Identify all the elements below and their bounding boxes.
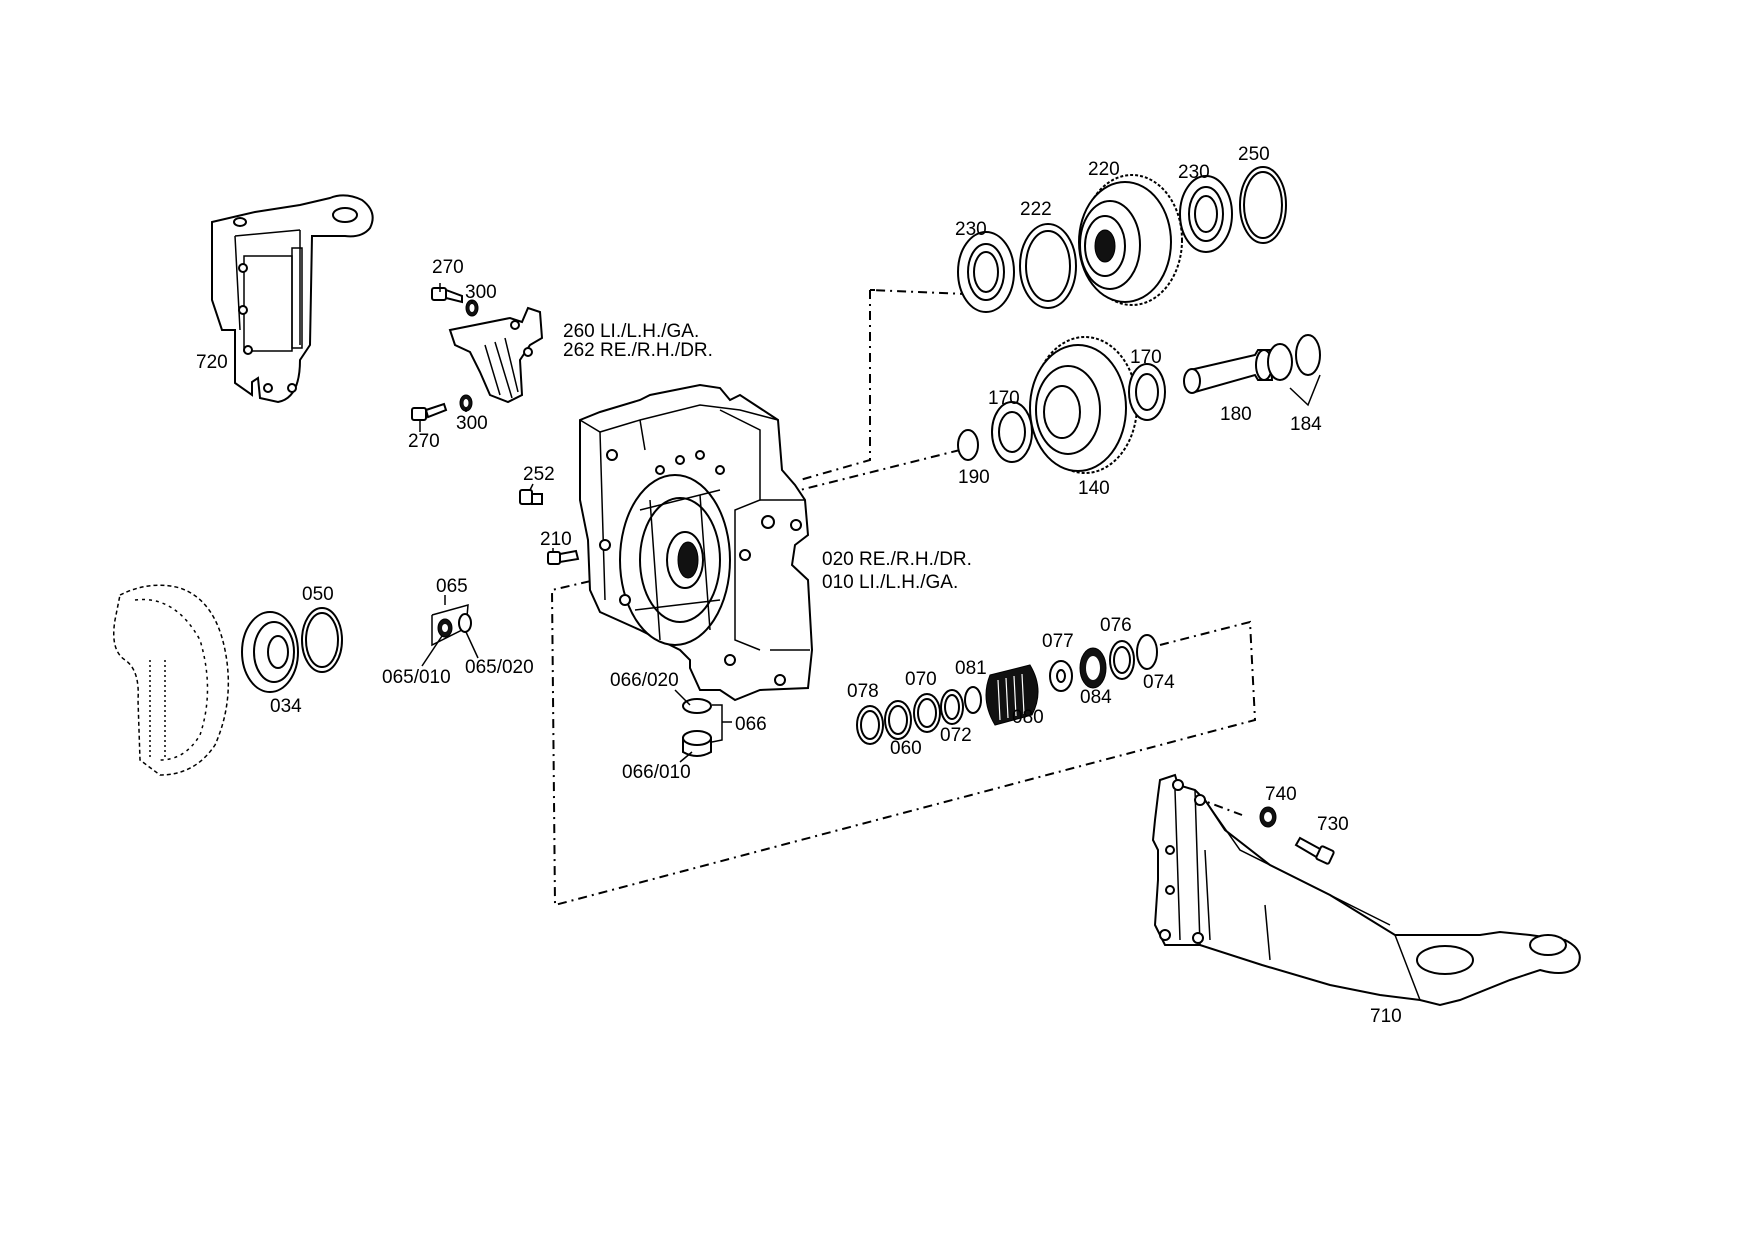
washer-740 [1259, 806, 1277, 828]
ring-081 [964, 686, 982, 714]
label-081: 081 [955, 658, 987, 679]
ring-060 [884, 700, 912, 740]
group-066 [682, 698, 732, 757]
plug-252 [519, 489, 543, 505]
ring-184 [1267, 334, 1321, 407]
label-184: 184 [1290, 414, 1322, 435]
label-180: 180 [1220, 404, 1252, 425]
label-050: 050 [302, 584, 334, 605]
ring-gear-partial [113, 584, 230, 776]
label-230-left: 230 [955, 219, 987, 240]
ring-076 [1109, 640, 1135, 680]
label-270-lower: 270 [408, 431, 440, 452]
label-074: 074 [1143, 672, 1175, 693]
label-262: 262 RE./R.H./DR. [563, 340, 713, 361]
ring-222 [1019, 223, 1077, 309]
ring-077 [1049, 660, 1073, 692]
label-066-020: 066/020 [610, 670, 679, 691]
bearing-230-right [1179, 175, 1233, 253]
group-065 [431, 603, 472, 647]
label-230-right: 230 [1178, 162, 1210, 183]
beam-710 [1151, 773, 1581, 1007]
label-252: 252 [523, 464, 555, 485]
label-730: 730 [1317, 814, 1349, 835]
label-710: 710 [1370, 1006, 1402, 1027]
label-260: 260 LI./L.H./GA. [563, 321, 699, 342]
assembly-lines [550, 289, 1257, 907]
bearing-170-right [1128, 363, 1166, 421]
ring-078 [856, 705, 884, 745]
ring-070 [913, 693, 941, 733]
ring-190 [957, 429, 979, 461]
bolt-270-lower [411, 402, 448, 421]
leader-lines [419, 283, 693, 763]
label-080: 080 [1012, 707, 1044, 728]
label-084: 084 [1080, 687, 1112, 708]
label-300-lower: 300 [456, 413, 488, 434]
label-190: 190 [958, 467, 990, 488]
label-140: 140 [1078, 478, 1110, 499]
label-720: 720 [196, 352, 228, 373]
ring-074 [1136, 634, 1158, 670]
shaft-180 [1183, 349, 1274, 394]
bracket-260-262 [448, 306, 544, 404]
bearing-034 [241, 611, 299, 693]
label-065-010: 065/010 [382, 667, 451, 688]
label-065: 065 [436, 576, 468, 597]
ring-250 [1239, 166, 1287, 244]
label-034: 034 [270, 696, 302, 717]
label-222: 222 [1020, 199, 1052, 220]
label-010: 010 LI./L.H./GA. [822, 572, 958, 593]
housing-010-020 [579, 383, 814, 702]
bearing-230-left [957, 231, 1015, 313]
ring-072 [940, 689, 964, 725]
ring-050 [301, 607, 343, 673]
ring-084 [1079, 647, 1107, 689]
gear-080 [985, 664, 1039, 726]
bolt-210 [547, 549, 580, 565]
gear-140 [1029, 336, 1138, 474]
label-220: 220 [1088, 159, 1120, 180]
label-210: 210 [540, 529, 572, 550]
label-076: 076 [1100, 615, 1132, 636]
label-060: 060 [890, 738, 922, 759]
label-170-right: 170 [1130, 347, 1162, 368]
label-078: 078 [847, 681, 879, 702]
label-170-left: 170 [988, 388, 1020, 409]
bearing-170-left [991, 401, 1033, 463]
label-077: 077 [1042, 631, 1074, 652]
gear-220 [1078, 174, 1183, 306]
label-072: 072 [940, 725, 972, 746]
label-065-020: 065/020 [465, 657, 534, 678]
label-066-010: 066/010 [622, 762, 691, 783]
label-020: 020 RE./R.H./DR. [822, 549, 972, 570]
label-740: 740 [1265, 784, 1297, 805]
part-labels: 720 270 300 260 LI./L.H./GA. 262 RE./R.H… [196, 144, 1402, 1027]
label-070: 070 [905, 669, 937, 690]
label-300-upper: 300 [465, 282, 497, 303]
bolt-730 [1294, 836, 1335, 865]
label-270-upper: 270 [432, 257, 464, 278]
bracket-720 [211, 194, 374, 404]
bolt-270-upper [431, 287, 463, 304]
label-066: 066 [735, 714, 767, 735]
label-250: 250 [1238, 144, 1270, 165]
